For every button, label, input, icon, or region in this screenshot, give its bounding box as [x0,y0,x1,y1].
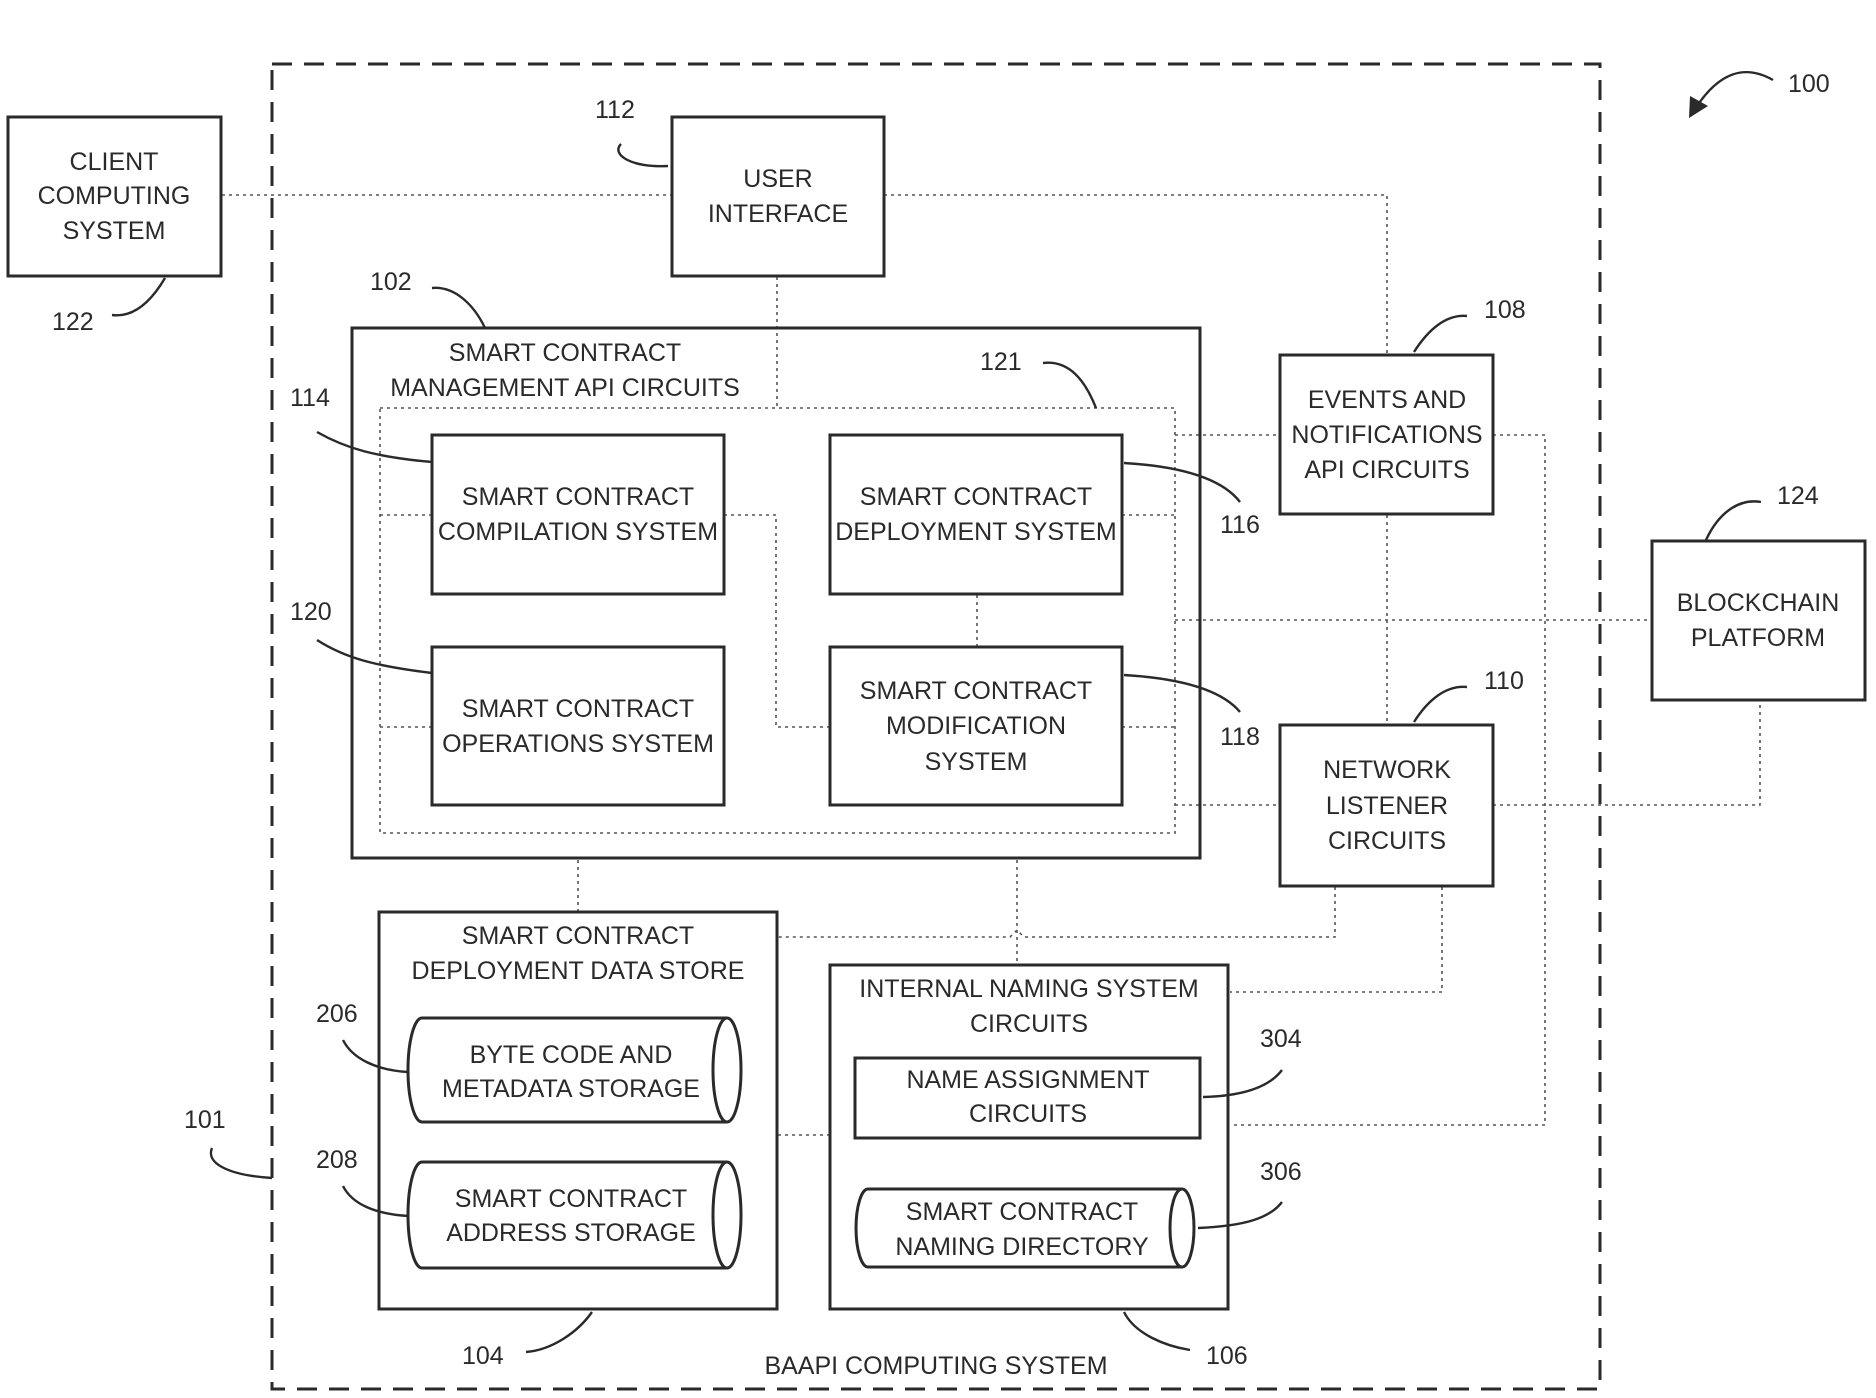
ref-112: 112 [595,96,635,124]
ref-124: 124 [1777,482,1819,510]
client-line-1: CLIENT [70,148,159,176]
deployment-line-2: DEPLOYMENT SYSTEM [835,518,1117,546]
naming-system-line-2: CIRCUITS [970,1010,1088,1038]
operations-line-1: SMART CONTRACT [462,695,694,723]
sc-mgmt-line-1: SMART CONTRACT [449,339,681,367]
compilation-line-1: SMART CONTRACT [462,483,694,511]
client-computing-system-box: CLIENT COMPUTING SYSTEM [8,117,221,276]
naming-directory-line-1: SMART CONTRACT [906,1198,1138,1226]
ref-121: 121 [980,348,1022,376]
bytecode-line-1: BYTE CODE AND [470,1041,673,1069]
ref-114: 114 [290,384,330,412]
address-storage-cylinder: SMART CONTRACT ADDRESS STORAGE [408,1162,741,1268]
events-line-1: EVENTS AND [1308,386,1466,414]
events-line-3: API CIRCUITS [1304,456,1469,484]
ref-304: 304 [1260,1025,1302,1053]
blockchain-platform-box: BLOCKCHAIN PLATFORM [1652,541,1865,700]
baapi-computing-system-label: BAAPI COMPUTING SYSTEM [764,1352,1107,1380]
address-storage-line-1: SMART CONTRACT [455,1185,687,1213]
ref-100: 100 [1788,70,1830,98]
ref-106: 106 [1206,1342,1248,1370]
ref-118: 118 [1220,723,1260,751]
bytecode-metadata-storage-cylinder: BYTE CODE AND METADATA STORAGE [408,1018,741,1122]
ref-116: 116 [1220,511,1260,539]
network-listener-circuits-box: NETWORK LISTENER CIRCUITS [1280,725,1493,886]
name-assignment-line-1: NAME ASSIGNMENT [906,1066,1149,1094]
naming-system-line-1: INTERNAL NAMING SYSTEM [859,975,1198,1003]
blockchain-line-1: BLOCKCHAIN [1677,589,1840,617]
data-store-line-2: DEPLOYMENT DATA STORE [412,957,745,985]
name-assignment-circuits-box: NAME ASSIGNMENT CIRCUITS [855,1058,1200,1138]
ref-208: 208 [316,1146,358,1174]
ref-120: 120 [290,598,332,626]
network-listener-line-1: NETWORK [1323,756,1451,784]
user-interface-box: USER INTERFACE [672,117,884,276]
modification-line-1: SMART CONTRACT [860,677,1092,705]
naming-directory-cylinder: SMART CONTRACT NAMING DIRECTORY [856,1189,1194,1267]
address-storage-line-2: ADDRESS STORAGE [446,1219,696,1247]
deployment-line-1: SMART CONTRACT [860,483,1092,511]
ref-108: 108 [1484,296,1526,324]
modification-line-3: SYSTEM [925,748,1028,776]
client-line-3: SYSTEM [63,217,166,245]
ref-122: 122 [52,308,94,336]
ref-102: 102 [370,268,412,296]
events-notifications-api-circuits-box: EVENTS AND NOTIFICATIONS API CIRCUITS [1280,355,1493,514]
events-line-2: NOTIFICATIONS [1291,421,1482,449]
bytecode-line-2: METADATA STORAGE [442,1075,700,1103]
smart-contract-modification-system-box: SMART CONTRACT MODIFICATION SYSTEM [830,647,1122,805]
smart-contract-operations-system-box: SMART CONTRACT OPERATIONS SYSTEM [432,647,724,805]
ref-306: 306 [1260,1158,1302,1186]
ref-101: 101 [184,1106,226,1134]
modification-line-2: MODIFICATION [886,712,1066,740]
compilation-line-2: COMPILATION SYSTEM [438,518,718,546]
smart-contract-compilation-system-box: SMART CONTRACT COMPILATION SYSTEM [432,435,724,594]
ref-110: 110 [1484,667,1524,695]
network-listener-line-2: LISTENER [1326,792,1448,820]
ref-104: 104 [462,1342,504,1370]
operations-line-2: OPERATIONS SYSTEM [442,730,714,758]
figure-arrowhead [1689,96,1708,118]
smart-contract-deployment-system-box: SMART CONTRACT DEPLOYMENT SYSTEM [830,435,1122,594]
data-store-line-1: SMART CONTRACT [462,922,694,950]
sc-mgmt-line-2: MANAGEMENT API CIRCUITS [390,374,740,402]
network-listener-line-3: CIRCUITS [1328,827,1446,855]
blockchain-line-2: PLATFORM [1691,624,1825,652]
client-line-2: COMPUTING [38,182,191,210]
ui-line-2: INTERFACE [708,200,848,228]
ref-206: 206 [316,1000,358,1028]
ui-line-1: USER [743,165,812,193]
naming-directory-line-2: NAMING DIRECTORY [895,1233,1149,1261]
name-assignment-line-2: CIRCUITS [969,1100,1087,1128]
